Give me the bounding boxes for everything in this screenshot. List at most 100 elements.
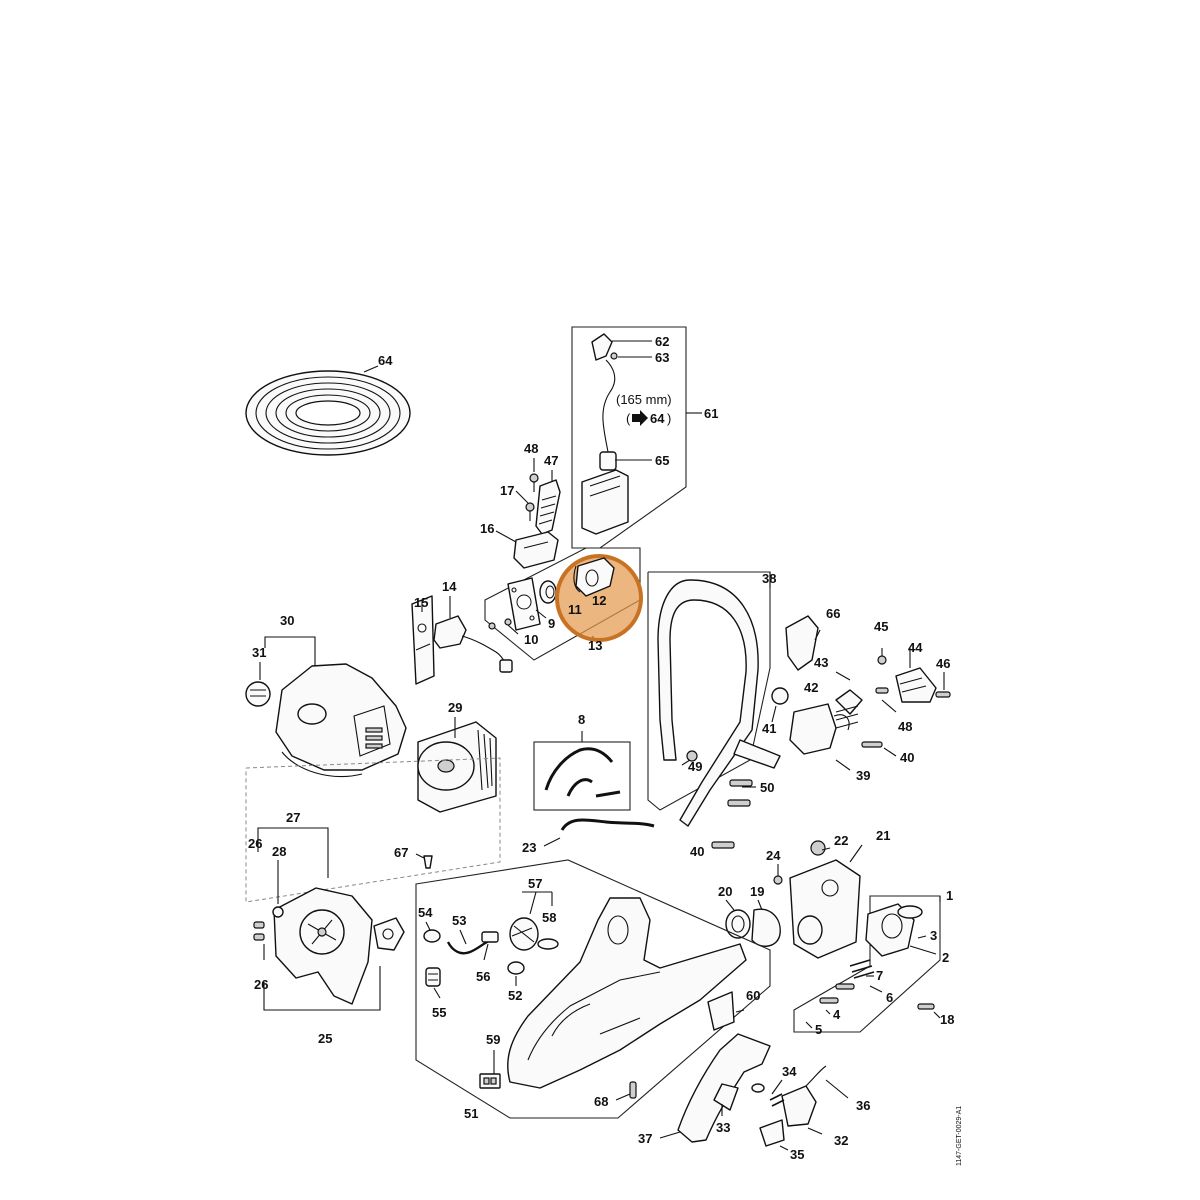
part-number-label: 50 xyxy=(760,780,774,795)
part-number-label: 60 xyxy=(746,988,760,1003)
hose-ref-open: ( xyxy=(626,411,631,426)
part-number-label: 32 xyxy=(834,1133,848,1148)
part-number-label: 63 xyxy=(655,350,669,365)
part-number-label: 65 xyxy=(655,453,669,468)
part-number-label: 34 xyxy=(782,1064,797,1079)
part-number-labels: 1 2 3 4 5 6 7 8 9 10 11 12 13 14 15 16 1… xyxy=(248,334,954,1162)
part-number-label: 66 xyxy=(826,606,840,621)
fuel-line-group-box xyxy=(533,741,631,811)
part-number-label: 19 xyxy=(750,884,764,899)
cap-part-54 xyxy=(423,929,441,943)
part-number-label: 22 xyxy=(834,833,848,848)
hose-ref-part: 64 xyxy=(650,411,665,426)
valve-part-57 xyxy=(509,917,539,951)
part-number-label: 40 xyxy=(900,750,914,765)
part-number-label: 7 xyxy=(876,968,883,983)
screw-part-46 xyxy=(935,691,951,698)
part-number-label: 57 xyxy=(528,876,542,891)
part-number-label: 64 xyxy=(378,353,393,368)
screw-part-48b xyxy=(875,687,889,694)
part-number-label: 31 xyxy=(252,645,266,660)
part-number-label: 44 xyxy=(908,640,923,655)
part-number-label: 20 xyxy=(718,884,732,899)
screw-part-45 xyxy=(877,655,887,665)
bolt-part xyxy=(711,779,753,849)
part-number-label: 53 xyxy=(452,913,466,928)
spring-part-34 xyxy=(769,1093,785,1107)
hose-ref-close: ) xyxy=(667,411,671,426)
starter-grip-part xyxy=(373,917,405,951)
part-number-label: 40 xyxy=(690,844,704,859)
washer-part xyxy=(272,906,284,918)
part-number-label: 26 xyxy=(248,836,262,851)
antivibration-mount-part xyxy=(789,689,863,755)
part-number-label: 1 xyxy=(946,888,953,903)
part-number-label: 39 xyxy=(856,768,870,783)
screw-part-10 xyxy=(504,618,512,626)
fitting-part-56 xyxy=(481,931,499,943)
short-circuit-switch-part xyxy=(411,595,435,685)
part-number-label: 26 xyxy=(254,977,268,992)
part-number-label: 55 xyxy=(432,1005,446,1020)
part-number-label: 27 xyxy=(286,810,300,825)
handlebar-part xyxy=(657,579,781,827)
screw-part-40 xyxy=(861,741,883,748)
trigger-part-33 xyxy=(713,1083,739,1111)
throttle-housing-part xyxy=(865,903,923,957)
part-number-label: 35 xyxy=(790,1147,804,1162)
part-number-label: 10 xyxy=(524,632,538,647)
part-number-label: 45 xyxy=(874,619,888,634)
part-number-label: 30 xyxy=(280,613,294,628)
part-number-label: 17 xyxy=(500,483,514,498)
part-number-label: 62 xyxy=(655,334,669,349)
label-part-59 xyxy=(479,1073,501,1089)
hose-length-note: (165 mm) ( 64 ) xyxy=(616,392,672,426)
trigger-interlock-part xyxy=(781,1065,827,1127)
part-number-label: 14 xyxy=(442,579,457,594)
fan-housing-part xyxy=(273,887,373,1005)
washer-part-34 xyxy=(751,1083,765,1093)
screw-part-68 xyxy=(629,1081,637,1099)
pin-part-67 xyxy=(423,855,433,869)
part-number-label: 38 xyxy=(762,571,776,586)
part-number-label: 46 xyxy=(936,656,950,671)
ignition-group-box xyxy=(571,326,687,549)
part-number-label: 6 xyxy=(886,990,893,1005)
hose-length-text: (165 mm) xyxy=(616,392,672,407)
spring-handle-part xyxy=(535,479,561,535)
part-number-label: 41 xyxy=(762,721,776,736)
part-number-label: 51 xyxy=(464,1106,478,1121)
part-number-label: 28 xyxy=(272,844,286,859)
part-number-label: 52 xyxy=(508,988,522,1003)
part-number-label: 29 xyxy=(448,700,462,715)
part-number-label: 15 xyxy=(414,595,428,610)
spring-part-7 xyxy=(849,959,875,979)
part-number-label: 9 xyxy=(548,616,555,631)
valve-part-52 xyxy=(507,961,525,975)
parts-1-group-box xyxy=(793,895,941,1033)
coiled-hose-part xyxy=(245,365,411,456)
sleeve-part xyxy=(686,750,698,762)
part-number-label: 59 xyxy=(486,1032,500,1047)
filter-part-55 xyxy=(425,967,441,987)
spacer-part xyxy=(539,580,557,604)
part-number-label: 21 xyxy=(876,828,890,843)
part-number-label: 16 xyxy=(480,521,494,536)
part-number-label-highlighted: 12 xyxy=(592,593,606,608)
screw-part-10b xyxy=(488,622,496,630)
knob-nut-part xyxy=(245,681,271,707)
part-number-label: 36 xyxy=(856,1098,870,1113)
drawing-code: 1147-GET-0029-A1 xyxy=(956,1106,963,1166)
part-number-label: 56 xyxy=(476,969,490,984)
impulse-hose-part xyxy=(560,818,655,831)
part-number-label: 11 xyxy=(568,602,582,617)
part-number-label: 2 xyxy=(942,950,949,965)
part-number-label: 43 xyxy=(814,655,828,670)
bracket-part xyxy=(513,531,559,569)
wall-part-60 xyxy=(707,991,735,1031)
lever-part-35 xyxy=(759,1119,785,1147)
part-number-label: 42 xyxy=(804,680,818,695)
part-number-label: 5 xyxy=(815,1022,822,1037)
ring-part-58 xyxy=(537,938,559,950)
